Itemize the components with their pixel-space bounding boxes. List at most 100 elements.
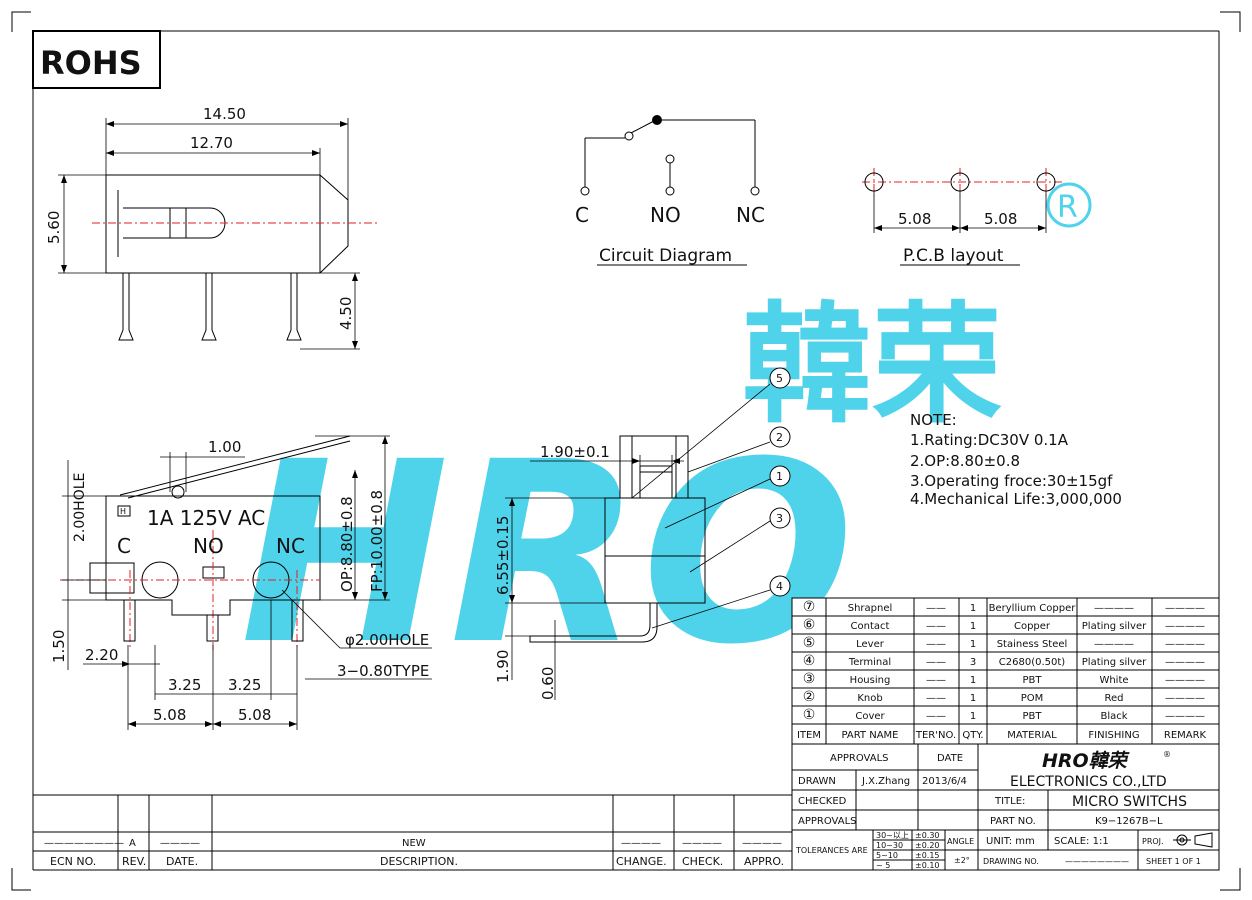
bom-material: PBT [1023,711,1043,722]
tb-drawn: DRAWN [798,776,836,787]
bom-header-item: ITEM [797,730,821,741]
bom-remark: ———— [1165,693,1205,704]
note-3: 3.Operating froce:30±15gf [910,472,1113,490]
bom-part-name: Shrapnel [848,603,893,614]
dim-3-25-b: 3.25 [228,676,261,694]
note-1: 1.Rating:DC30V 0.1A [910,431,1069,449]
body-logo: H [120,507,126,516]
rev-hdr-ecn: ECN NO. [50,855,96,868]
bom-material: C2680(0.50t) [999,657,1066,668]
title-block: APPROVALS DATE HRO韓荣 ® ELECTRONICS CO.,L… [791,743,1220,871]
front-view: H 1A 125V AC C NO NC 1.00 2.00HOLE OP:8.… [50,435,432,730]
hro-watermark: HRO 韓荣 R [240,182,1092,699]
tb-tol-val-2: ±0.20 [915,841,940,850]
bom-material: Copper [1014,621,1051,632]
dim-pin-type: 3−0.80TYPE [337,662,429,680]
rev-hdr-appro: APPRO. [744,855,784,868]
dim-3-25-a: 3.25 [168,676,201,694]
bom-ter-no: —— [926,621,946,632]
tb-scale: SCALE: 1:1 [1054,836,1109,847]
body-rating: 1A 125V AC [147,506,265,530]
dim-14-50: 14.50 [203,105,246,123]
notes-title: NOTE: [910,411,957,429]
dim-2-20: 2.20 [85,646,118,664]
bom-remark: ———— [1165,657,1205,668]
body-nc: NC [276,534,305,558]
tb-proj: PROJ. [1142,837,1164,846]
bom-header-ter: TER'NO. [915,730,956,741]
tb-company: ELECTRONICS CO.,LTD [1010,774,1167,790]
tb-sheet: SHEET 1 OF 1 [1146,857,1201,866]
bom-qty: 1 [970,675,976,686]
tb-angle-label: ANGLE [947,837,974,846]
tb-tol-range-4: ~ 5 [876,861,890,870]
rev-row-change: ———— [621,838,661,849]
bom-ter-no: —— [926,657,946,668]
balloon-5: 5 [776,372,783,385]
bom-remark: ———— [1165,639,1205,650]
bom-item: ② [803,689,816,705]
dim-0-60: 0.60 [539,667,557,700]
tb-part-label: PART NO. [990,816,1036,827]
rev-row-appro: ———— [742,838,782,849]
note-2: 2.OP:8.80±0.8 [910,452,1020,470]
bom-ter-no: —— [926,693,946,704]
top-view: 14.50 12.70 5.60 4.50 [45,105,380,350]
rev-row-desc: NEW [402,838,426,849]
dim-2-00-hole: 2.00HOLE [72,473,88,542]
bom-finishing: ———— [1094,639,1134,650]
bom-part-name: Terminal [848,657,891,668]
notes: NOTE: 1.Rating:DC30V 0.1A 2.OP:8.80±0.8 … [910,411,1122,508]
rev-row-rev: A [129,838,136,849]
rev-hdr-change: CHANGE. [616,855,667,868]
watermark-cjk: 韓荣 [742,289,1002,441]
pcb-dim-a: 5.08 [898,210,931,228]
balloon-3: 3 [776,512,783,525]
revision-table: ———————— A ———— NEW ———— ———— ———— ECN N… [33,794,792,870]
bom-item: ⑥ [803,617,816,633]
bom-item: ① [803,707,816,723]
tb-tol-range-2: 10~30 [876,841,903,850]
balloon-1: 1 [776,470,783,483]
bom-item: ③ [803,671,816,687]
bom-header-finishing: FINISHING [1088,730,1139,741]
circuit-caption: Circuit Diagram [599,246,732,266]
tb-company-reg: ® [1163,750,1171,759]
side-view: 1.90±0.1 6.55±0.15 1.90 0.60 5 2 1 3 4 [494,367,791,700]
rev-hdr-desc: DESCRIPTION. [380,855,458,868]
rev-row-date: ———— [160,838,200,849]
dim-5-08-a: 5.08 [153,706,186,724]
body-no: NO [193,534,224,558]
bom-part-name: Knob [857,693,882,704]
dim-hole-2-00: φ2.00HOLE [345,631,429,649]
bom-remark: ———— [1165,621,1205,632]
watermark-hro: HRO [240,408,854,699]
bom-finishing: White [1099,675,1128,686]
dim-5-60: 5.60 [45,211,63,244]
bom-header-remark: REMARK [1164,730,1207,741]
bom-part-name: Cover [855,711,885,722]
bom-qty: 1 [970,621,976,632]
rohs-label: ROHS [40,44,142,82]
dim-fp: FP:10.00±0.8 [368,490,386,592]
tb-title-label: TITLE: [994,796,1025,807]
dim-1-50: 1.50 [50,630,68,663]
tb-tol-val-3: ±0.15 [915,851,940,860]
bom-finishing: Plating silver [1082,621,1147,632]
pcb-dim-b: 5.08 [984,210,1017,228]
bom-ter-no: —— [926,639,946,650]
bom-qty: 3 [970,657,976,668]
circuit-diagram: C NO NC Circuit Diagram [575,115,765,266]
registered-mark-r: R [1057,190,1078,225]
dim-1-90-tol: 1.90±0.1 [540,443,610,461]
bom-material: POM [1021,693,1044,704]
tb-tol-label: TOLERANCES ARE [795,846,868,855]
tb-part: K9−1267B−L [1095,816,1163,827]
tb-tol-val-4: ±0.10 [915,861,940,870]
tb-company-logo: HRO韓荣 [1042,750,1130,772]
circuit-c: C [575,203,589,227]
dim-5-08-b: 5.08 [238,706,271,724]
balloon-4: 4 [776,580,783,593]
